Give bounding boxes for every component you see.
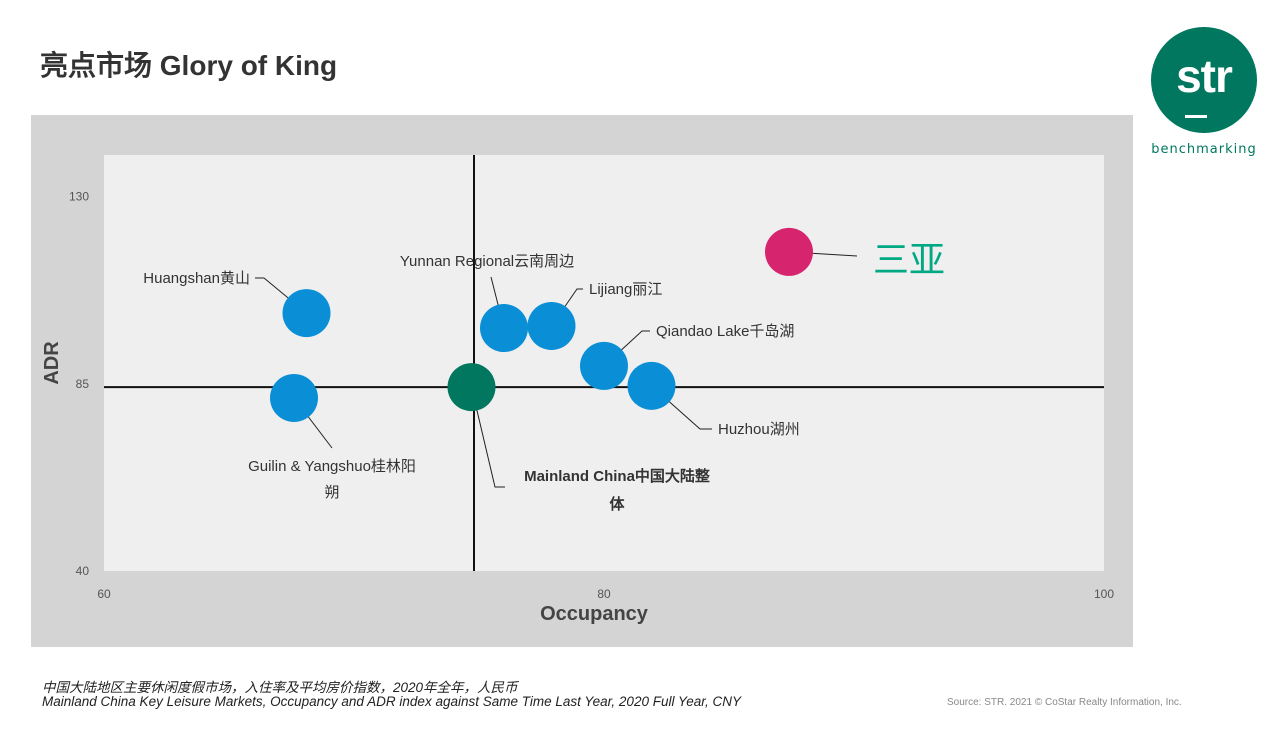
data-label: Huzhou湖州	[718, 421, 800, 438]
x-tick-label: 100	[1094, 587, 1114, 601]
data-point-group: 三亚	[765, 227, 945, 280]
y-tick-label: 40	[76, 564, 90, 578]
x-tick-label: 80	[597, 587, 611, 601]
data-point-group: Huzhou湖州	[627, 361, 800, 438]
data-label: 体	[609, 495, 625, 513]
data-point-group: Yunnan Regional云南周边	[400, 253, 574, 353]
page-title: 亮点市场 Glory of King	[40, 50, 338, 81]
source-note: Source: STR. 2021 © CoStar Realty Inform…	[947, 697, 1182, 708]
data-point	[282, 289, 331, 338]
data-label: 朔	[324, 484, 339, 501]
data-point	[270, 373, 318, 422]
x-tick-label: 60	[97, 587, 111, 601]
data-label: Huangshan黄山	[143, 270, 250, 287]
y-tick-label: 130	[69, 190, 89, 204]
data-label: Mainland China中国大陆整	[524, 467, 710, 485]
data-point	[447, 363, 496, 412]
y-axis-label: ADR	[41, 341, 63, 385]
data-label: Lijiang丽江	[589, 281, 662, 298]
leader-line	[471, 387, 505, 488]
x-axis-label: Occupancy	[540, 603, 649, 625]
footer-note-cn: 中国大陆地区主要休闲度假市场，入住率及平均房价指数，2020年全年，人民币	[42, 680, 518, 695]
data-label: Yunnan Regional云南周边	[400, 253, 574, 270]
logo-text: str	[1176, 50, 1233, 102]
data-point	[480, 304, 528, 353]
str-logo: str	[1151, 27, 1257, 133]
data-label: 三亚	[873, 239, 945, 280]
footer-note-en: Mainland China Key Leisure Markets, Occu…	[42, 694, 742, 709]
logo-subtitle: benchmarking	[1151, 142, 1257, 157]
data-point-group: Huangshan黄山	[143, 270, 331, 338]
logo-underline	[1185, 115, 1207, 118]
data-point-group: Qiandao Lake千岛湖	[580, 323, 794, 390]
data-point	[580, 341, 628, 390]
data-label: Qiandao Lake千岛湖	[656, 323, 794, 340]
y-tick-label: 85	[76, 377, 90, 391]
data-point-group: Lijiang丽江	[527, 281, 662, 350]
data-label: Guilin & Yangshuo桂林阳	[248, 458, 416, 475]
data-point	[765, 227, 813, 276]
data-point	[527, 301, 576, 350]
data-point	[627, 361, 676, 410]
